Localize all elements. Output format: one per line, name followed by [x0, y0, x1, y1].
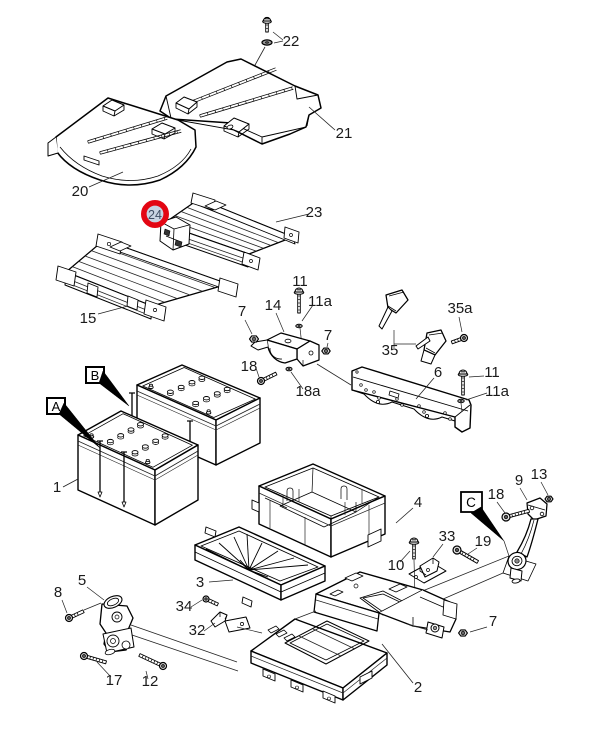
svg-text:11: 11	[292, 273, 308, 290]
svg-text:18: 18	[488, 486, 505, 503]
svg-text:14: 14	[265, 297, 282, 314]
svg-text:35: 35	[382, 342, 399, 359]
svg-text:20: 20	[72, 183, 89, 200]
svg-text:19: 19	[475, 533, 492, 550]
svg-text:A: A	[52, 399, 61, 414]
svg-text:24: 24	[148, 208, 162, 222]
svg-text:21: 21	[336, 125, 353, 142]
svg-text:34: 34	[176, 598, 193, 615]
svg-text:7: 7	[489, 613, 497, 630]
svg-text:11a: 11a	[308, 293, 333, 310]
svg-text:17: 17	[106, 672, 123, 689]
svg-text:1: 1	[53, 479, 61, 496]
svg-text:10: 10	[388, 557, 405, 574]
svg-text:9: 9	[515, 472, 523, 489]
svg-text:33: 33	[439, 528, 456, 545]
svg-text:18a: 18a	[295, 383, 321, 400]
svg-text:11a: 11a	[485, 383, 510, 400]
svg-text:32: 32	[189, 622, 206, 639]
svg-text:3: 3	[196, 574, 204, 591]
svg-text:35a: 35a	[447, 300, 473, 317]
svg-text:7: 7	[324, 327, 332, 344]
svg-text:7: 7	[238, 303, 246, 320]
svg-text:4: 4	[414, 494, 422, 511]
svg-text:12: 12	[142, 673, 159, 690]
svg-text:11: 11	[484, 364, 500, 381]
svg-text:6: 6	[434, 364, 442, 381]
svg-text:23: 23	[306, 204, 323, 221]
svg-text:15: 15	[80, 310, 97, 327]
svg-text:2: 2	[414, 679, 422, 696]
svg-text:C: C	[466, 495, 476, 510]
svg-text:B: B	[91, 368, 100, 383]
svg-text:8: 8	[54, 584, 62, 601]
svg-text:13: 13	[531, 466, 548, 483]
svg-text:22: 22	[283, 33, 300, 50]
svg-text:5: 5	[78, 572, 86, 589]
svg-text:18: 18	[241, 358, 258, 375]
